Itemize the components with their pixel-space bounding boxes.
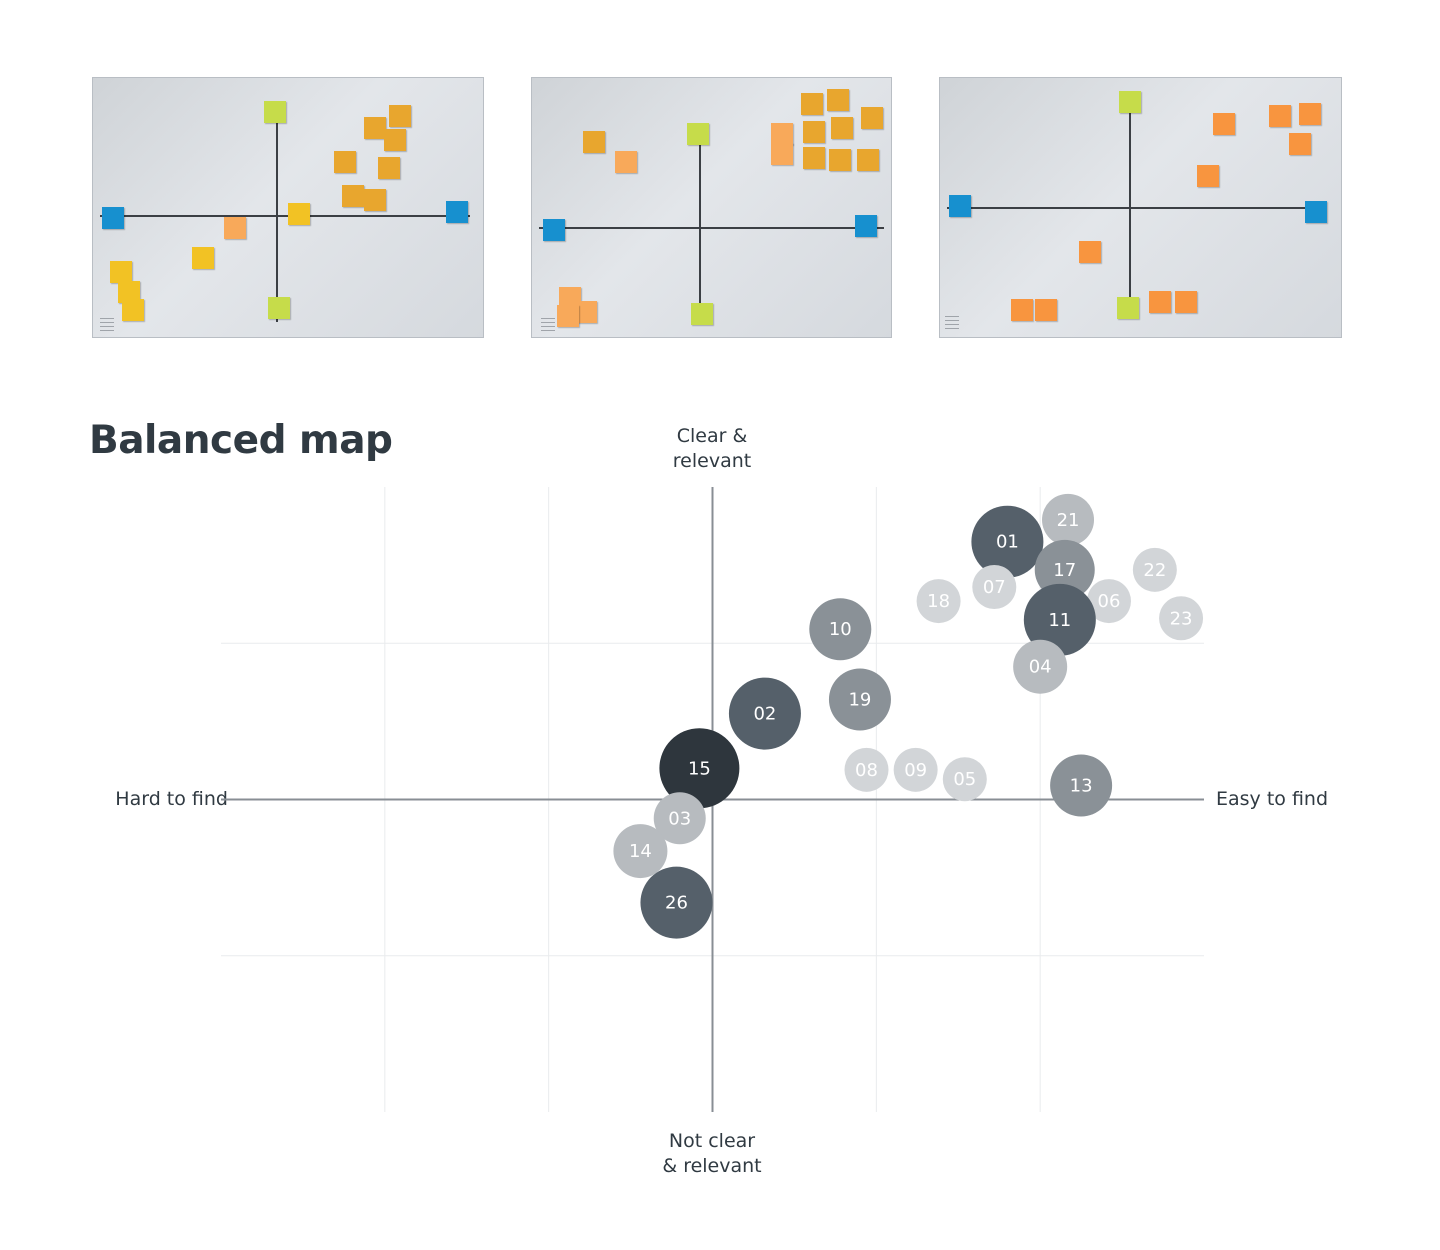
bubble-label-19: 19 [848,690,871,711]
bubble-22: 22 [1132,547,1177,592]
x-axis-negative-label: Hard to find [115,788,228,810]
bubble-label-09: 09 [904,760,927,781]
bubble-circle-17 [1034,539,1095,600]
bubble-label-07: 07 [983,577,1006,598]
bubble-label-02: 02 [753,704,776,725]
bubble-circle-01 [971,505,1044,578]
bubble-circle-08 [844,747,889,792]
bubble-13: 13 [1050,754,1113,817]
bubble-circle-02 [728,677,801,750]
bubble-15: 15 [659,728,740,809]
bubble-circle-13 [1050,754,1113,817]
bubble-label-04: 04 [1029,657,1052,678]
bubble-circle-26 [640,866,713,939]
bubble-label-18: 18 [927,591,950,612]
bubble-circle-10 [809,598,872,661]
bubble-06: 06 [1086,579,1131,624]
bubble-label-21: 21 [1057,510,1080,531]
bubble-04: 04 [1013,639,1068,694]
bubble-label-11: 11 [1048,610,1071,631]
bubble-circle-15 [659,728,740,809]
chart-title: Balanced map [89,418,393,463]
bubble-label-14: 14 [629,841,652,862]
bubble-label-26: 26 [665,893,688,914]
bubble-18: 18 [916,579,961,624]
bubble-10: 10 [809,598,872,661]
y-axis-positive-label-line-1: Clear & [676,425,748,447]
bubble-circle-06 [1086,579,1131,624]
bubble-label-08: 08 [855,760,878,781]
bubble-14: 14 [613,824,668,879]
bubble-label-13: 13 [1070,775,1093,796]
bubble-19: 19 [828,668,891,731]
bubble-17: 17 [1034,539,1095,600]
bubble-label-05: 05 [953,769,976,790]
y-axis-positive-label: Clear & relevant [632,424,792,474]
bubbles: 01 21 17 22 07 18 06 23 11 10 04 19 02 15 08 09 05 13 03 14… [613,493,1204,939]
bubble-label-01: 01 [996,532,1019,553]
bubble-circle-11 [1023,583,1096,656]
bubble-label-03: 03 [668,808,691,829]
bubble-circle-03 [653,792,706,845]
bubble-circle-05 [942,757,987,802]
bubble-circle-21 [1042,493,1095,546]
bubble-11: 11 [1023,583,1096,656]
workshop-board-photo-3 [939,77,1342,338]
bubble-circle-09 [893,747,938,792]
bubble-circle-19 [828,668,891,731]
bubble-label-15: 15 [688,758,711,779]
y-axis-negative-label-line-2: & relevant [662,1155,762,1177]
bubble-05: 05 [942,757,987,802]
bubble-23: 23 [1159,596,1204,641]
bubble-label-17: 17 [1053,560,1076,581]
bubble-01: 01 [971,505,1044,578]
bubble-circle-23 [1159,596,1204,641]
y-axis-positive-label-line-2: relevant [672,450,752,472]
y-axis-negative-label: Not clear & relevant [632,1129,792,1179]
bubble-label-10: 10 [829,619,852,640]
bubble-label-23: 23 [1170,608,1193,629]
bubble-09: 09 [893,747,938,792]
workshop-board-photo-2 [531,77,892,338]
bubble-02: 02 [728,677,801,750]
bubble-03: 03 [653,792,706,845]
bubble-circle-07 [972,565,1017,609]
bubble-circle-04 [1013,639,1068,694]
bubble-circle-14 [613,824,668,879]
y-axis-negative-label-line-1: Not clear [668,1130,756,1152]
x-axis-positive-label: Easy to find [1216,788,1329,810]
bubble-label-06: 06 [1098,591,1121,612]
bubble-07: 07 [972,565,1017,609]
bubble-circle-18 [916,579,961,624]
bubble-circle-22 [1132,547,1177,592]
bubble-08: 08 [844,747,889,792]
workshop-board-photo-1 [92,77,484,338]
bubble-21: 21 [1042,493,1095,546]
bubble-26: 26 [640,866,713,939]
bubble-label-22: 22 [1143,560,1166,581]
